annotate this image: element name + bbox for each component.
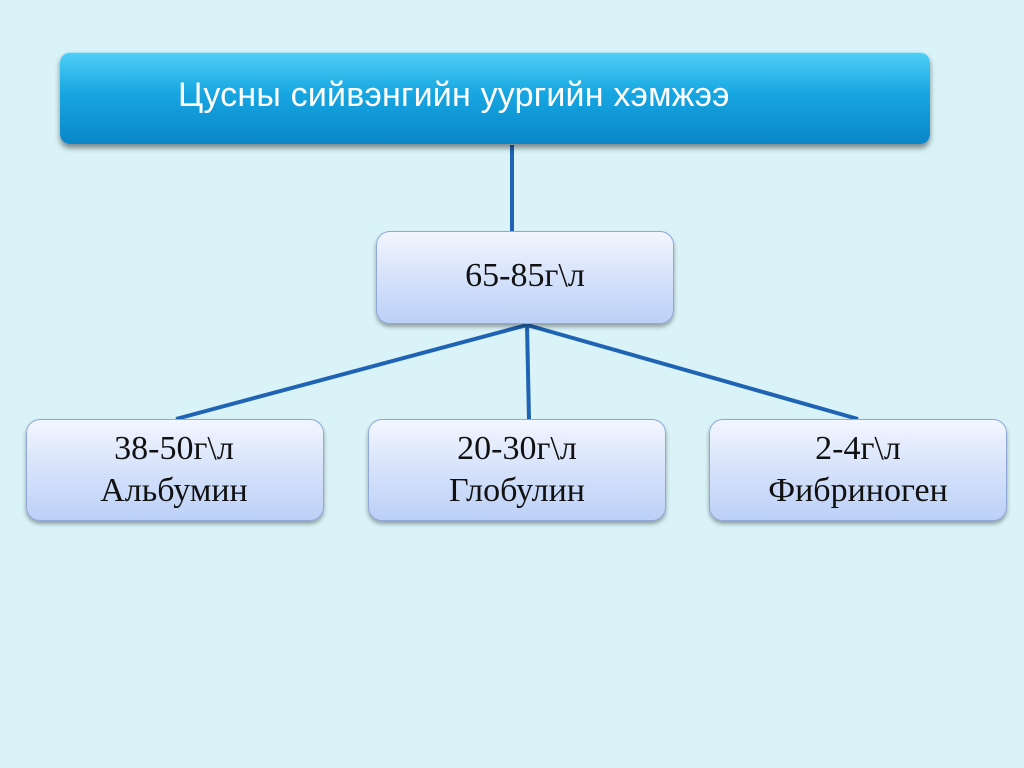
globulin-value: 20-30г\л (457, 430, 577, 467)
connector-total-to-albumin (175, 323, 528, 421)
albumin-label: Альбумин (100, 472, 248, 509)
albumin-value: 38-50г\л (114, 430, 234, 467)
fibrinogen-node: 2-4г\л Фибриноген (709, 419, 1007, 521)
albumin-node: 38-50г\л Альбумин (26, 419, 324, 521)
globulin-node: 20-30г\л Глобулин (368, 419, 666, 521)
connector-total-to-globulin (525, 324, 531, 420)
total-protein-value: 65-85г\л (465, 256, 585, 294)
fibrinogen-label: Фибриноген (768, 472, 948, 509)
title-box: Цусны сийвэнгийн уургийн хэмжээ (60, 52, 930, 144)
slide-title: Цусны сийвэнгийн уургийн хэмжээ (178, 75, 730, 114)
connector-total-to-fibrinogen (526, 323, 859, 421)
globulin-label: Глобулин (449, 472, 585, 509)
total-protein-node: 65-85г\л (376, 231, 674, 324)
fibrinogen-value: 2-4г\л (815, 430, 901, 467)
